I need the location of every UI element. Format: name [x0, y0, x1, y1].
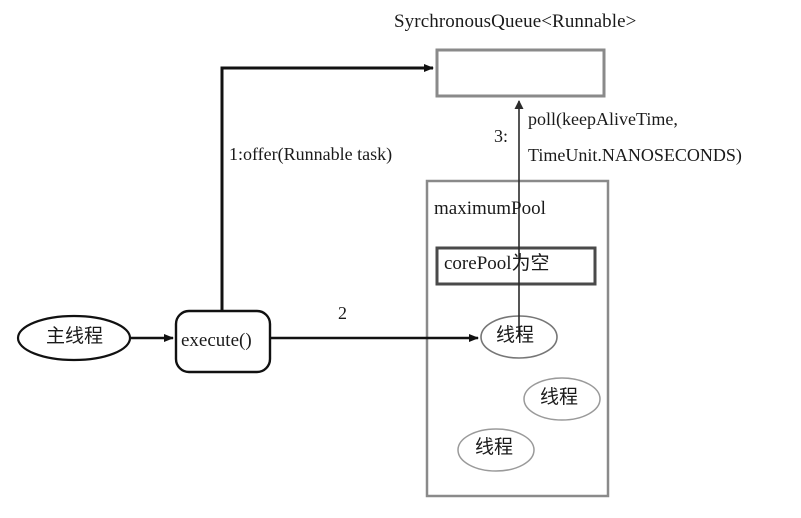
thread-ellipse-3	[457, 428, 535, 472]
execute-label: execute()	[181, 330, 252, 351]
thread-ellipse-2	[523, 377, 601, 421]
poll-edge-label-line2: TimeUnit.NANOSECONDS)	[528, 145, 742, 165]
thread-label-2: 线程	[540, 386, 579, 408]
execute-to-thread-label: 2	[338, 303, 347, 323]
core-pool-label: corePool为空	[444, 253, 550, 274]
edge-offer-to-queue	[220, 64, 434, 311]
thread-label-3: 线程	[475, 436, 514, 458]
offer-edge-label: 1:offer(Runnable task)	[229, 144, 393, 164]
poll-edge-label-line1: poll(keepAliveTime,	[528, 109, 678, 129]
maximum-pool-label: maximumPool	[434, 198, 546, 219]
main-thread-label: 主线程	[46, 325, 104, 347]
thread-label-1: 线程	[496, 324, 535, 346]
poll-step-label: 3:	[494, 126, 509, 146]
synchronous-queue-box	[435, 48, 606, 98]
core-pool-box	[435, 246, 597, 286]
synchronous-queue-title: SyrchronousQueue<Runnable>	[394, 11, 637, 32]
